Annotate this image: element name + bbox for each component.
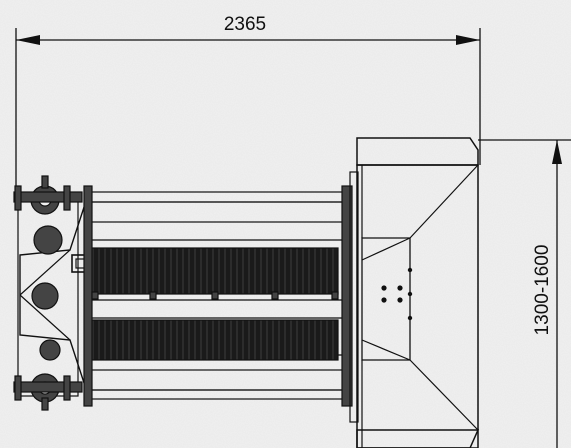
hole-5: [407, 267, 413, 273]
hopper-bottom-lip: [356, 429, 480, 448]
gear-upper-mid: [33, 225, 63, 255]
bolt-3: [271, 291, 279, 300]
funnel-edge-bottom: [409, 359, 479, 431]
stud-top: [41, 175, 49, 189]
gear-lower: [39, 339, 61, 361]
hole-7: [407, 291, 413, 297]
bolt-5: [331, 291, 339, 300]
funnel-diag-2: [361, 339, 411, 361]
drive-cover-line-1: [19, 249, 71, 296]
shaft-bottom: [13, 381, 83, 393]
hole-6: [407, 315, 413, 321]
hopper-frame-side: [349, 171, 359, 423]
machine: [13, 137, 480, 448]
bolt-2: [211, 291, 219, 300]
arrowhead-left: [16, 35, 40, 45]
roller-upper: [91, 247, 339, 295]
shaft-top: [13, 191, 83, 203]
frame-post-right: [341, 185, 353, 407]
drive-cover-line-2: [19, 294, 71, 341]
frame-post-left: [83, 185, 93, 407]
hole-3: [397, 285, 403, 291]
handle-top-right: [63, 185, 71, 211]
height-dimension-label: 1300-1600: [532, 245, 553, 336]
hopper-top-lip: [356, 137, 479, 166]
stud-bottom: [41, 397, 49, 411]
gear-mid: [31, 282, 59, 310]
handle-bottom-left: [14, 375, 22, 401]
hole-2: [381, 297, 387, 303]
arrowhead-right: [456, 35, 480, 45]
height-dimension: [478, 139, 571, 448]
hole-4: [397, 297, 403, 303]
width-dimension: [15, 28, 481, 186]
funnel-diag-1: [361, 237, 411, 261]
hole-1: [381, 285, 387, 291]
width-dimension-label: 2365: [224, 14, 266, 35]
bolt-1: [149, 291, 157, 300]
handle-bottom-right: [63, 375, 71, 401]
funnel-edge-top: [409, 164, 479, 239]
bolt-4: [91, 291, 99, 300]
arrowhead-top: [552, 140, 562, 164]
roller-lower: [91, 319, 339, 361]
handle-top-left: [14, 185, 22, 211]
